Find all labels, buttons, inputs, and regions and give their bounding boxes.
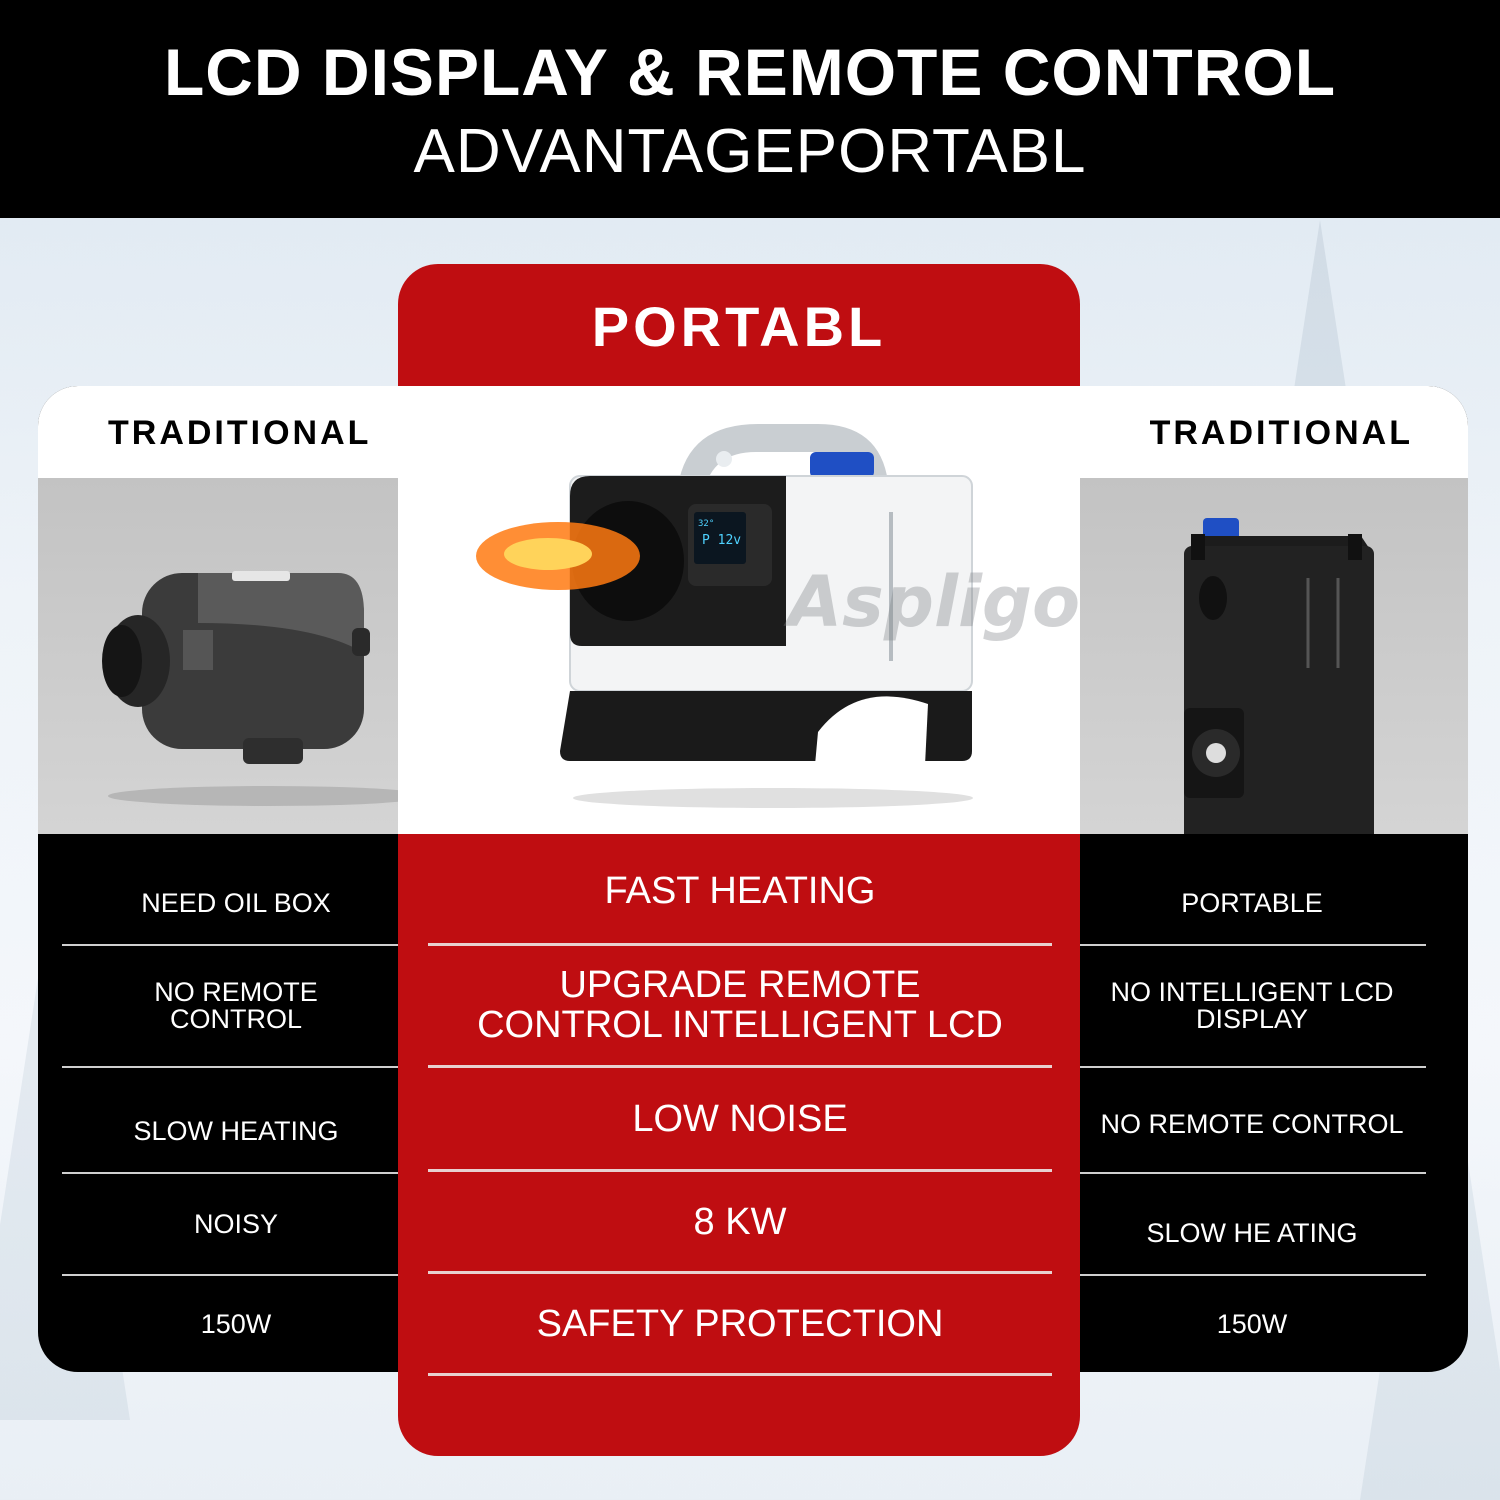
feature-row: NO REMOTE CONTROL <box>62 946 410 1068</box>
heater-icon <box>102 571 428 806</box>
feature-row: NEED OIL BOX <box>62 834 410 946</box>
panel-heading: TRADITIONAL <box>1008 386 1468 478</box>
lcd-temp: 32° <box>698 519 714 529</box>
feature-row: PORTABLE <box>1078 834 1426 946</box>
feature-row: 150W <box>1216 1308 1288 1339</box>
heater-icon: 32° P 12v Aspligo <box>476 424 1080 808</box>
feature-row: SAFETY PROTECTION <box>428 1274 1052 1376</box>
feature-row: SLOW HE ATING <box>1078 1174 1426 1276</box>
feature-list: FAST HEATING UPGRADE REMOTE CONTROL INTE… <box>428 834 1052 1376</box>
traditional-heater-image-right <box>1008 478 1468 846</box>
panel-heading-label: TRADITIONAL <box>1149 414 1413 452</box>
feature-row: 150W <box>200 1308 272 1339</box>
panel-heading: PORTABL <box>591 295 887 358</box>
feature-row: FAST HEATING <box>428 834 1052 946</box>
feature-list: PORTABLE NO INTELLIGENT LCD DISPLAY NO R… <box>1078 834 1426 1372</box>
feature-list: NEED OIL BOX NO REMOTE CONTROL SLOW HEAT… <box>62 834 410 1372</box>
page-title: LCD DISPLAY & REMOTE CONTROL <box>163 35 1337 109</box>
feature-row: UPGRADE REMOTE CONTROL INTELLIGENT LCD <box>428 946 1052 1068</box>
portable-heater-image: 32° P 12v Aspligo <box>398 386 1080 834</box>
fuel-cap-icon <box>810 452 874 478</box>
feature-row: NO INTELLIGENT LCD DISPLAY <box>1078 946 1426 1068</box>
brand-watermark: Aspligo <box>783 561 1080 643</box>
feature-row: 8 KW <box>428 1172 1052 1274</box>
lcd-reading: P 12v <box>702 533 741 548</box>
portable-panel: PORTABL 32° P 12v As <box>398 264 1080 1456</box>
feature-row: SLOW HEATING <box>62 1068 410 1174</box>
feature-row: LOW NOISE <box>428 1068 1052 1172</box>
feature-row: NO REMOTE CONTROL <box>1078 1068 1426 1174</box>
page-header: LCD DISPLAY & REMOTE CONTROL ADVANTAGEPO… <box>0 0 1500 218</box>
traditional-panel-right: TRADITIONAL PORTABLE NO INTELLIGENT LCD … <box>1008 386 1468 1372</box>
feature-row: NOISY <box>62 1174 410 1276</box>
page-subtitle: ADVANTAGEPORTABL <box>413 117 1087 186</box>
heater-icon <box>1184 518 1374 846</box>
panel-heading-label: TRADITIONAL <box>108 414 372 452</box>
